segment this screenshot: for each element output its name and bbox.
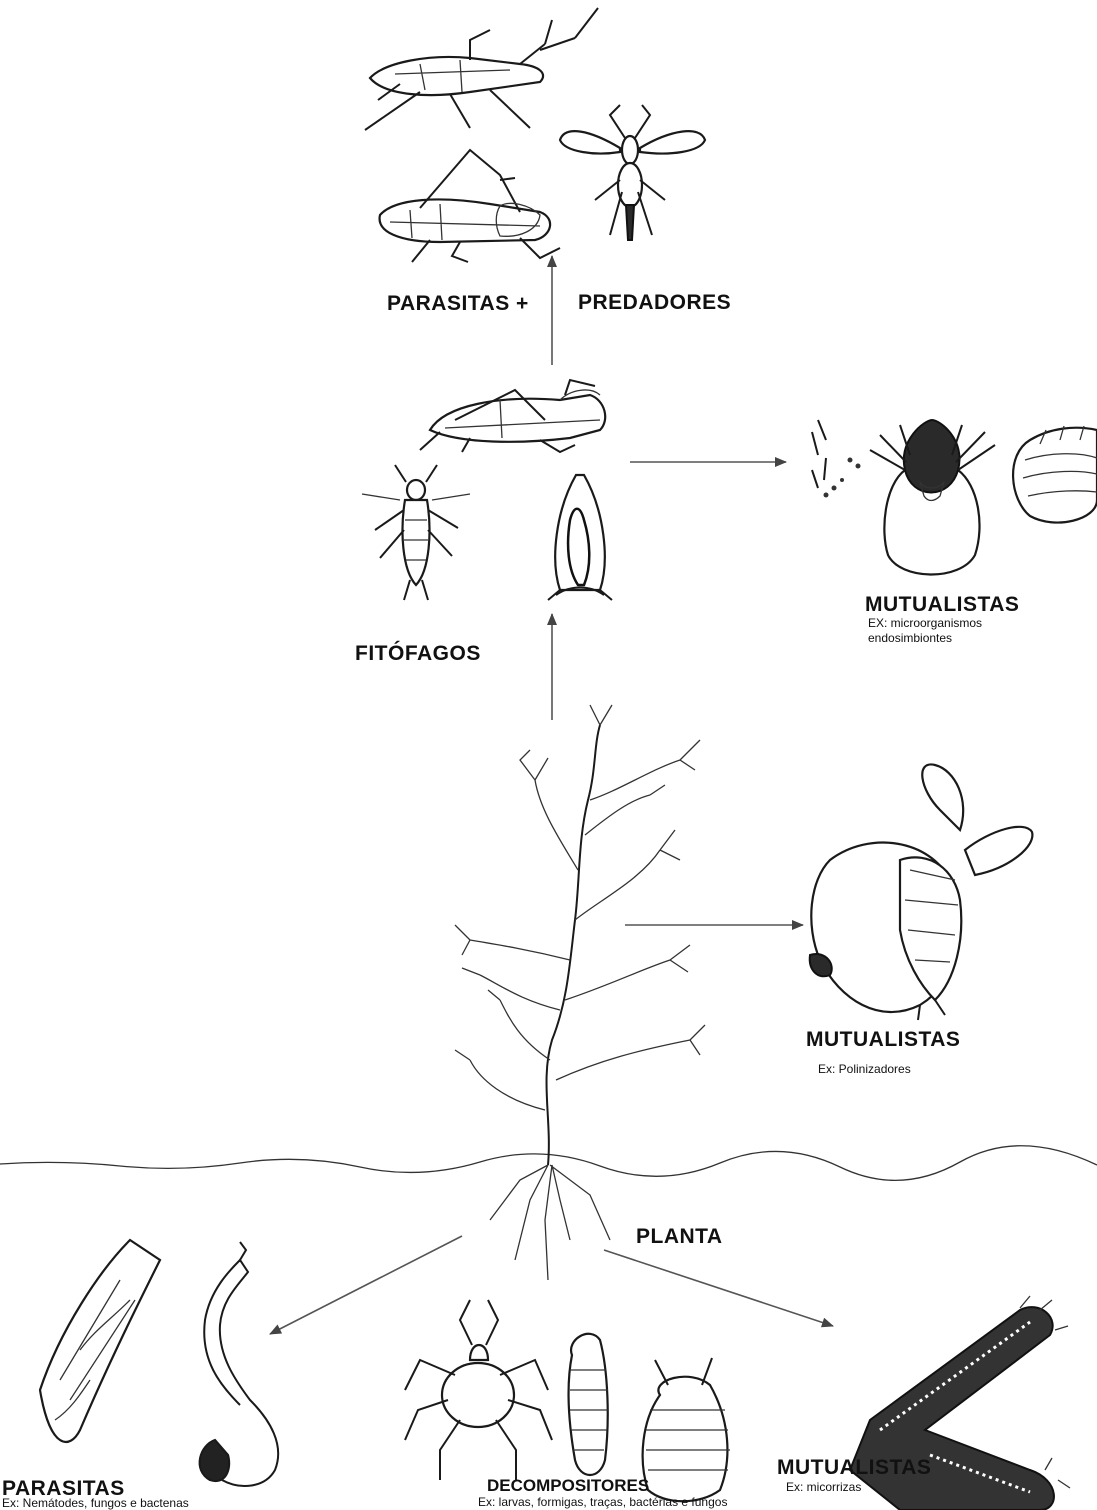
label-predadores: PREDADORES (578, 291, 731, 315)
label-fitofagos: FITÓFAGOS (355, 642, 481, 666)
plant-icon (455, 705, 705, 1280)
nematode-icon (40, 1240, 278, 1486)
label-decompositores: DECOMPOSITORES (487, 1476, 649, 1496)
label-parasitas-top: PARASITAS + (387, 292, 529, 316)
label-planta: PLANTA (636, 1225, 723, 1249)
bee-flower-icon (810, 764, 1033, 1020)
aphid-icon (362, 465, 470, 600)
grasshopper-icon (380, 150, 560, 262)
assassin-bug-icon (365, 8, 598, 130)
label-decompositores-example: Ex: larvas, formigas, traças, bactérias … (478, 1495, 727, 1509)
label-mutualistas-2-example: Ex: Polinizadores (818, 1062, 911, 1076)
label-mutualistas-2: MUTUALISTAS (806, 1028, 960, 1052)
arrow-roots-to-mycorrhiza (604, 1250, 833, 1326)
arrow-roots-to-parasites (270, 1236, 462, 1334)
larva-icon (568, 1334, 608, 1475)
wasp-icon (560, 105, 705, 240)
label-mutualistas-3: MUTUALISTAS (777, 1456, 931, 1480)
woodlouse-icon (643, 1358, 730, 1501)
seed-icon (548, 475, 612, 600)
mite-icon (405, 1300, 552, 1480)
label-parasitas-bottom-example: Ex: Nemátodes, fungos e bactenas (2, 1496, 189, 1510)
label-mutualistas-1: MUTUALISTAS (865, 593, 1019, 617)
tick-icon (870, 420, 995, 575)
label-mutualistas-1-example-1: EX: microorganismos (868, 616, 982, 630)
grasshopper-icon (420, 380, 605, 452)
microorganism-icon (812, 420, 861, 498)
label-mutualistas-3-example: Ex: micorrizas (786, 1480, 861, 1494)
scale-insect-icon (1013, 426, 1097, 523)
label-mutualistas-1-example-2: endosimbiontes (868, 631, 952, 645)
